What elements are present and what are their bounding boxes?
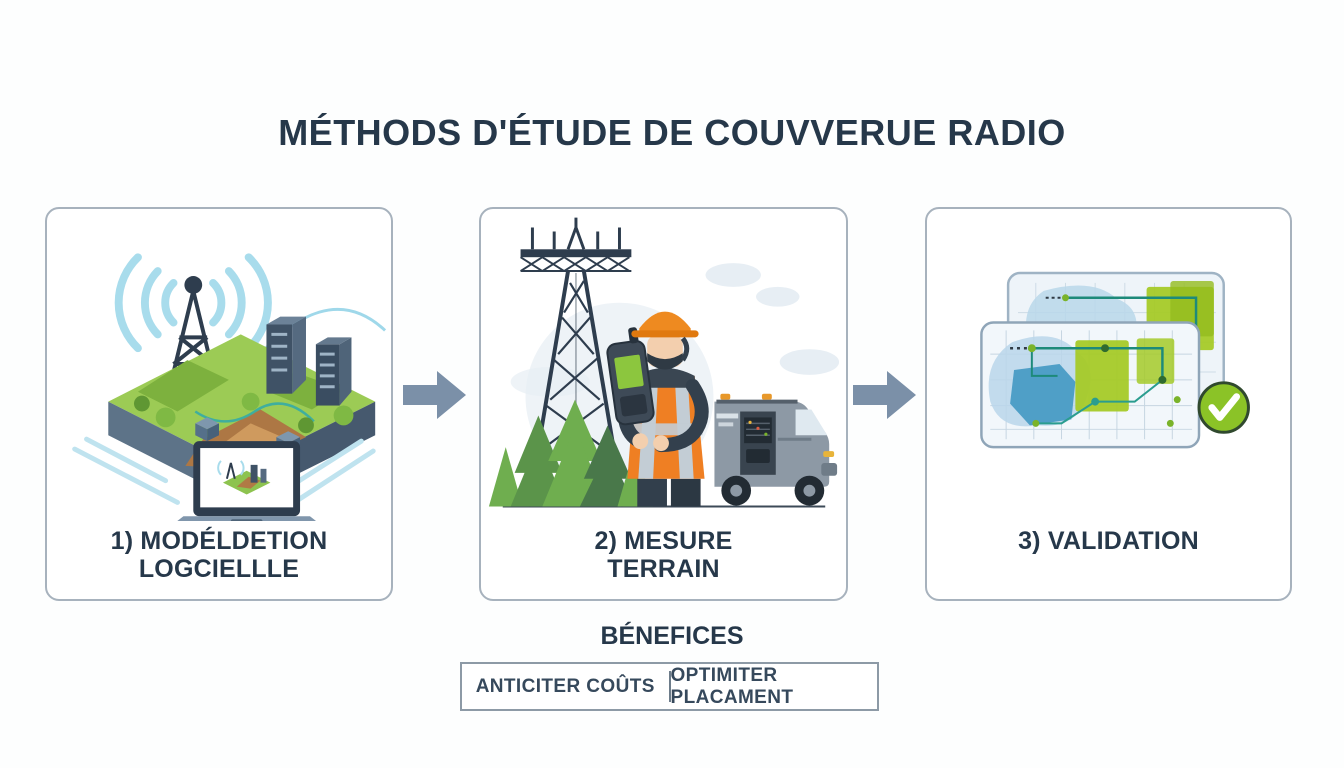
arrow-right-icon [403, 371, 466, 419]
laptop-icon [177, 441, 317, 521]
arrow-right-icon [853, 371, 916, 419]
benefits-heading: BÉNEFICES [600, 622, 744, 650]
benefits-divider [668, 671, 671, 702]
caption-line-2: LOGCIELLLE [138, 555, 300, 583]
page-title: MÉTHODS D'ÉTUDE DE COUVVERUE RADIO [278, 112, 1066, 153]
software-modeling-illustration [72, 253, 387, 521]
check-icon [1197, 381, 1250, 434]
step-caption: 1) MODÉLDETION LOGCIELLLE [47, 527, 391, 583]
caption-line-2: TERRAIN [607, 555, 720, 583]
step-panel-modelisation: 1) MODÉLDETION LOGCIELLLE [45, 207, 393, 601]
caption-line-1: 2) MESURE [594, 527, 733, 555]
technician-figure [606, 311, 709, 507]
wifi-waves-icon [114, 253, 272, 353]
coverage-map-card-front [980, 321, 1201, 449]
step-caption: 2) MESURE TERRAIN [481, 527, 846, 583]
service-van-icon [714, 393, 838, 506]
benefit-item-costs: ANTICITER COÛTS [475, 675, 655, 697]
step-panel-mesure: 2) MESURE TERRAIN [479, 207, 848, 601]
validation-maps-illustration [980, 271, 1250, 449]
benefit-item-placement: OPTIMITER PLACAMENT [670, 664, 794, 708]
step-caption: 3) VALIDATION [927, 527, 1290, 555]
field-measurement-illustration [488, 217, 840, 508]
caption-line-1: 3) VALIDATION [1018, 527, 1199, 555]
caption-line-1: 1) MODÉLDETION [110, 527, 328, 555]
benefits-box: ANTICITER COÛTS OPTIMITER PLACAMENT [460, 662, 879, 711]
step-panel-validation: 3) VALIDATION [925, 207, 1292, 601]
buildings-icon [266, 316, 352, 406]
handheld-meter-icon [606, 327, 655, 426]
trees-icon [133, 392, 354, 434]
